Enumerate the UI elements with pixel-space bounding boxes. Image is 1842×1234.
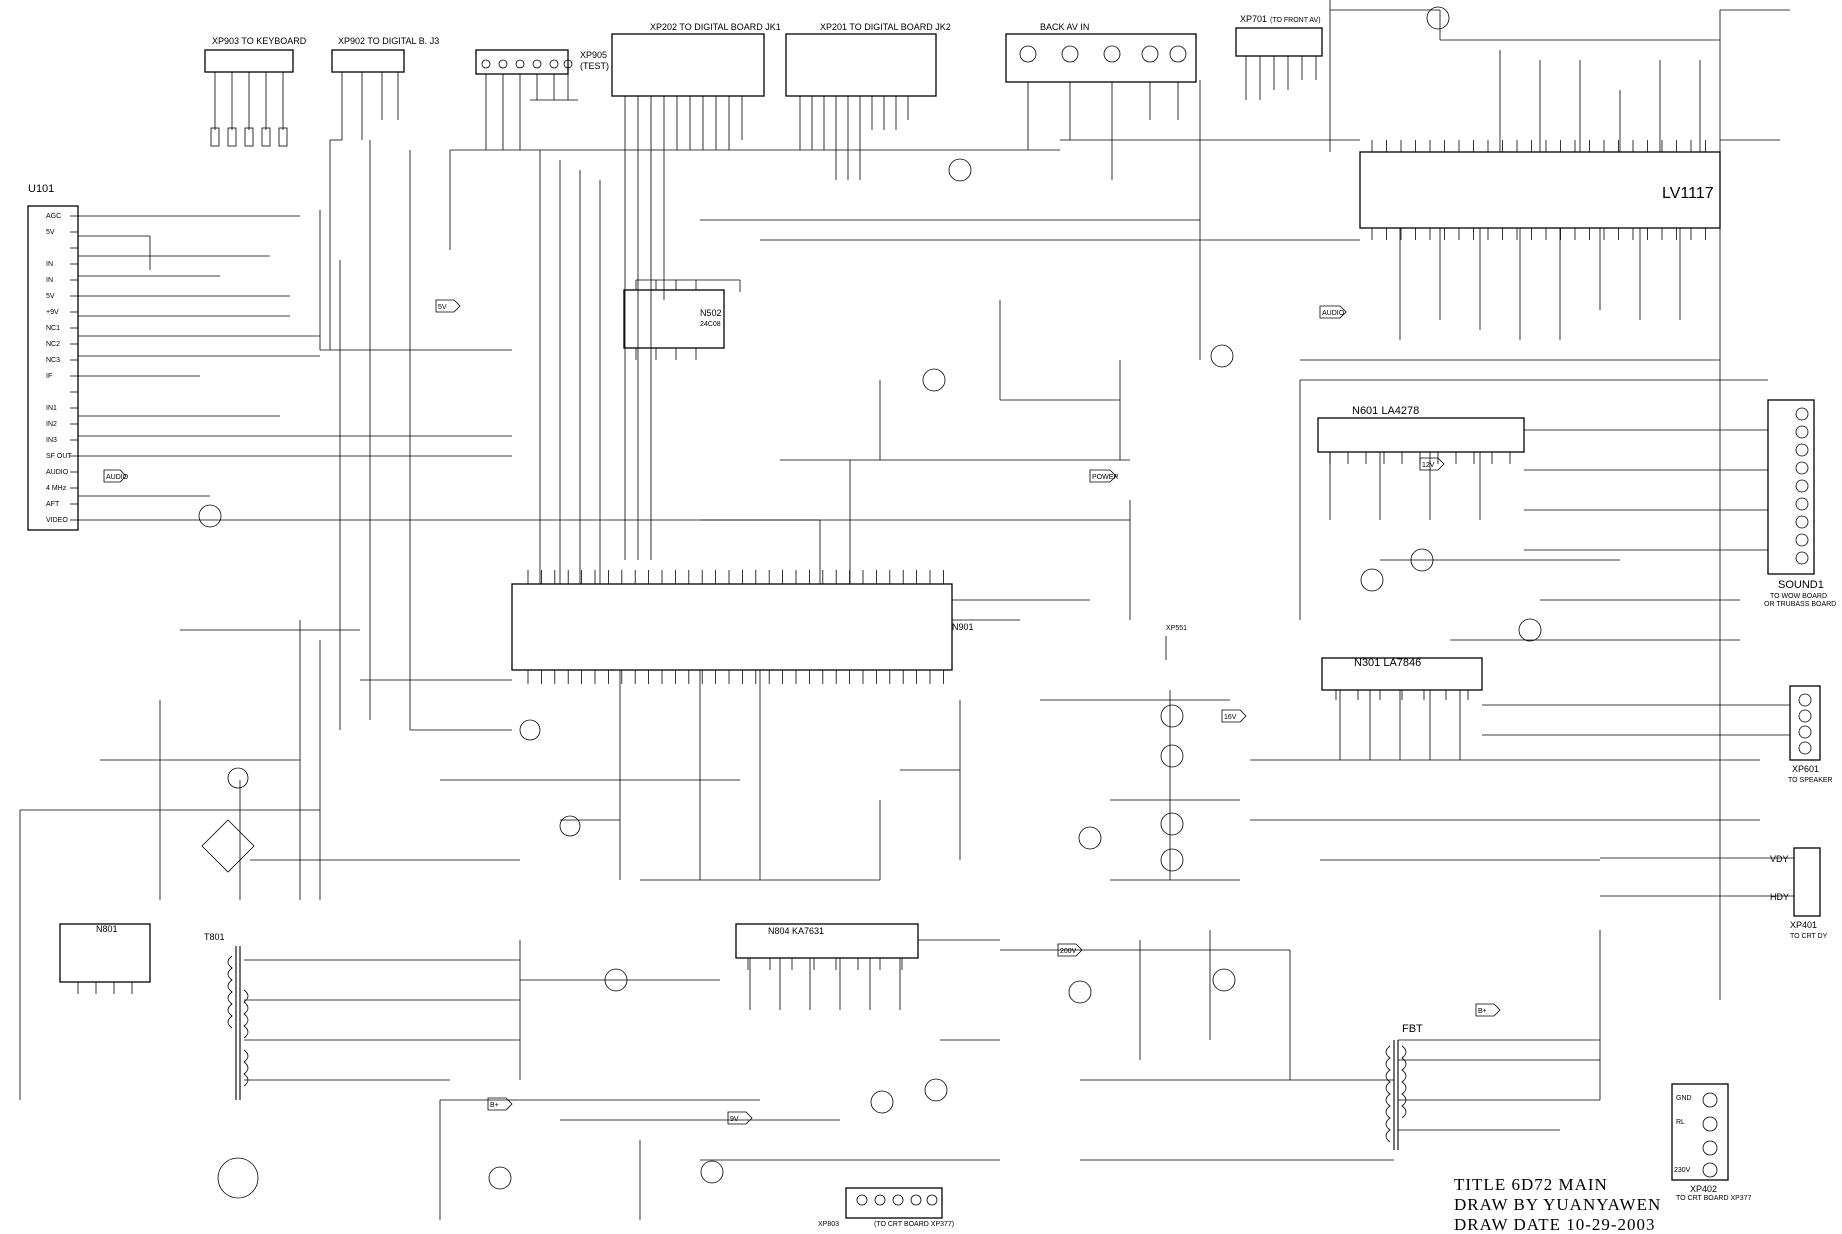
flyback-transformer-fbt: FBT: [1385, 1023, 1423, 1150]
svg-text:(TO FRONT AV): (TO FRONT AV): [1270, 17, 1321, 24]
chip-n901: N901: [511, 570, 974, 684]
chip-n502: N502 24C08: [623, 279, 741, 360]
svg-text:TO CRT BOARD XP377: TO CRT BOARD XP377: [1676, 1195, 1752, 1202]
transistor-symbols: [198, 6, 1542, 1190]
svg-text:(TEST): (TEST): [580, 61, 609, 71]
svg-text:XP201 TO DIGITAL BOARD J: XP201 TO DIGITAL BOARD JK2: [820, 22, 951, 32]
svg-text:FBT: FBT: [1402, 1023, 1423, 1035]
chip-n801: N801: [59, 923, 151, 994]
svg-text:N801: N801: [96, 924, 118, 934]
svg-text:HDY: HDY: [1770, 892, 1789, 902]
svg-text:XP903 TO KEYBOARD: XP903 TO KEYBOARD: [212, 36, 307, 46]
connector-xp202: XP202 TO DIGITAL BOARD JK1: [611, 22, 781, 560]
u101-pin-label: AFT: [46, 501, 60, 508]
svg-text:T801: T801: [204, 932, 225, 942]
svg-text:N502: N502: [700, 308, 722, 318]
svg-text:U101: U101: [28, 183, 54, 195]
connector-back-av-in: BACK AV IN: [1005, 22, 1197, 180]
chip-u101: U101: [27, 183, 79, 531]
u101-pin-label: 4 MHz: [46, 485, 67, 492]
svg-text:XP905: XP905: [580, 50, 607, 60]
chip-n804: N804 KA7631: [735, 923, 919, 970]
svg-text:24C08: 24C08: [700, 321, 721, 328]
transformer-t801: T801: [204, 932, 249, 1100]
svg-text:RL: RL: [1676, 1119, 1685, 1126]
svg-text:(TO CRT BOARD XP377): (TO CRT BOARD XP377): [874, 1221, 954, 1228]
bridge-rectifier: [201, 819, 255, 873]
u101-pin-label: NC3: [46, 357, 60, 364]
connector-xp601: XP601 TO SPEAKER: [1788, 685, 1833, 784]
connector-xp803: (TO CRT BOARD XP377) XP803: [818, 1187, 954, 1228]
svg-text:B+: B+: [1478, 1008, 1487, 1015]
connector-xp201: XP201 TO DIGITAL BOARD JK2: [785, 22, 951, 180]
svg-text:230V: 230V: [1674, 1167, 1691, 1174]
u101-pin-label: AGC: [46, 213, 61, 220]
title-block: TITLE 6D72 MAIN DRAW BY YUANYAWEN DRAW D…: [1454, 1175, 1661, 1234]
chip-n301: N301 LA7846: [1321, 657, 1483, 700]
u101-pin-label: NC1: [46, 325, 60, 332]
u101-pin-label: 5V: [46, 293, 55, 300]
u101-pin-label: +9V: [46, 309, 59, 316]
u101-pin-label: IF: [46, 373, 52, 380]
svg-text:XP402: XP402: [1690, 1184, 1717, 1194]
svg-text:LV1117: LV1117: [1662, 185, 1714, 202]
connector-xp905: XP905 (TEST): [475, 49, 609, 150]
u101-pin-label: AUDIO: [46, 469, 69, 476]
svg-text:POWER: POWER: [1092, 474, 1118, 481]
chip-n601: N601 LA4278: [1317, 405, 1525, 464]
svg-text:AUDIO: AUDIO: [106, 474, 129, 481]
svg-text:N901: N901: [952, 622, 974, 632]
net-flags: AUDIO POWER AUDIO 5V B+ B+ 16V 200V 9V 1…: [103, 299, 1501, 1125]
svg-text:TITLE 6D72 MAIN: TITLE 6D72 MAIN: [1454, 1175, 1608, 1194]
svg-text:N804 KA7631: N804 KA7631: [768, 926, 824, 936]
u101-pin-label: 5V: [46, 229, 55, 236]
svg-text:XP701: XP701: [1240, 14, 1267, 24]
connector-xp701: XP701 (TO FRONT AV): [1235, 14, 1323, 100]
connector-xp551: XP551: [1165, 625, 1187, 660]
svg-text:12V: 12V: [1422, 462, 1435, 469]
svg-text:N601 LA4278: N601 LA4278: [1352, 405, 1419, 417]
svg-text:BACK AV IN: BACK AV IN: [1040, 22, 1089, 32]
u101-pin-label: IN2: [46, 421, 57, 428]
svg-text:N301 LA7846: N301 LA7846: [1354, 657, 1421, 669]
svg-text:XP401: XP401: [1790, 920, 1817, 930]
svg-text:XP902 TO DIGITAL B. J3: XP902 TO DIGITAL B. J3: [338, 36, 439, 46]
u101-pin-label: NC2: [46, 341, 60, 348]
connector-xp902: XP902 TO DIGITAL B. J3: [329, 36, 439, 350]
wiring-traces: [19, 0, 1790, 1220]
svg-text:200V: 200V: [1060, 948, 1077, 955]
svg-text:GND: GND: [1676, 1095, 1692, 1102]
connector-vdy-hdy: VDY HDY XP401 TO CRT DY: [1600, 847, 1828, 940]
svg-text:TO WOW BOARD: TO WOW BOARD: [1770, 593, 1827, 600]
connector-xp903: XP903 TO KEYBOARD: [204, 36, 307, 147]
svg-text:OR TRUBASS BOARD: OR TRUBASS BOARD: [1764, 601, 1836, 608]
power-mosfet: [217, 1157, 259, 1199]
svg-text:XP601: XP601: [1792, 764, 1819, 774]
u101-pin-label: IN: [46, 261, 53, 268]
u101-pin-label: SF OUT: [46, 453, 72, 460]
svg-text:SOUND1: SOUND1: [1778, 579, 1824, 591]
svg-text:TO SPEAKER: TO SPEAKER: [1788, 777, 1833, 784]
svg-text:B+: B+: [490, 1102, 499, 1109]
svg-text:XP803: XP803: [818, 1221, 839, 1228]
connector-sound1: SOUND1 TO WOW BOARD OR TRUBASS BOARD: [1764, 399, 1836, 608]
svg-text:XP202 TO DIGITAL BOARD J: XP202 TO DIGITAL BOARD JK1: [650, 22, 781, 32]
svg-text:DRAW BY YUANYAWEN: DRAW BY YUANYAWEN: [1454, 1195, 1661, 1214]
svg-text:VDY: VDY: [1770, 854, 1789, 864]
svg-text:5V: 5V: [438, 304, 447, 311]
u101-pin-label: IN3: [46, 437, 57, 444]
u101-pin-label: VIDEO: [46, 517, 68, 524]
u101-pin-label: IN: [46, 277, 53, 284]
svg-text:XP551: XP551: [1166, 625, 1187, 632]
chip-lv1117: LV1117: [1359, 140, 1721, 240]
u101-pin-label: IN1: [46, 405, 57, 412]
svg-text:AUDIO: AUDIO: [1322, 310, 1345, 317]
svg-text:16V: 16V: [1224, 714, 1237, 721]
connector-xp402: GND RL 230V XP402 TO CRT BOARD XP377: [1671, 1083, 1752, 1202]
svg-text:TO CRT DY: TO CRT DY: [1790, 933, 1828, 940]
svg-text:DRAW DATE 10-29-2003: DRAW DATE 10-29-2003: [1454, 1215, 1656, 1234]
svg-text:9V: 9V: [730, 1116, 739, 1123]
